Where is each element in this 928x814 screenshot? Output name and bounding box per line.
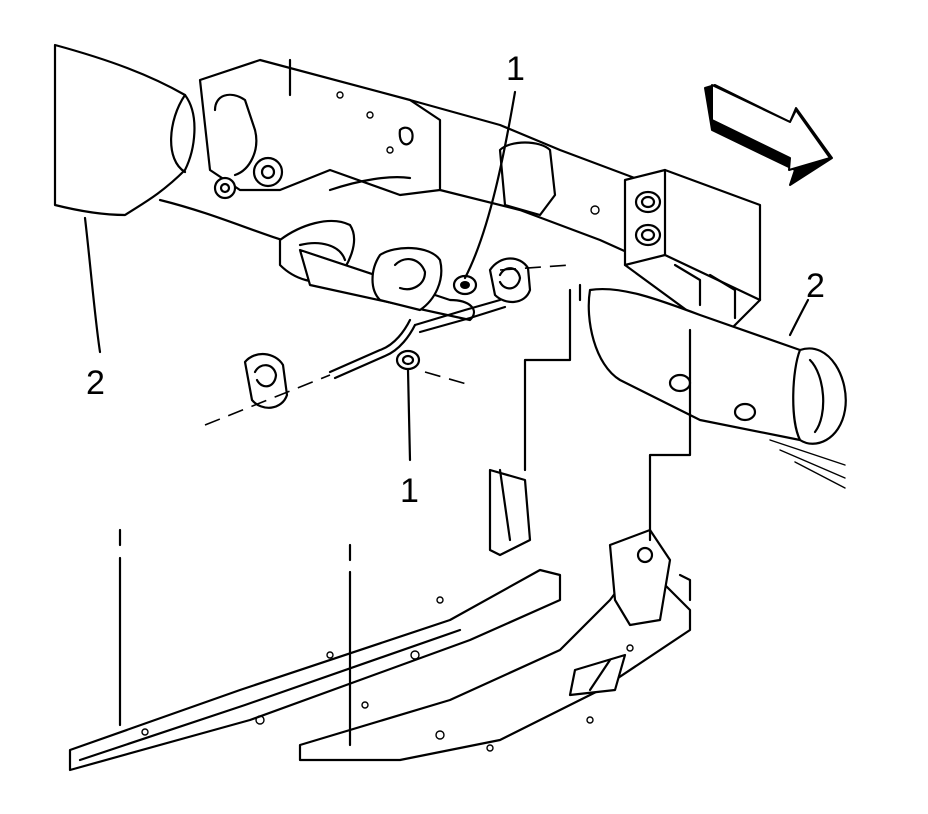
leader-1-top [463, 90, 517, 280]
callout-1-top: 1 [506, 50, 525, 88]
frame-bracket-upper [198, 58, 442, 200]
bracket-block-right [623, 168, 762, 332]
underbody-floor [68, 468, 692, 772]
washer-lower [395, 349, 421, 371]
rubber-insulator-lower [243, 353, 289, 409]
callout-2-right: 2 [806, 267, 825, 305]
washer-upper [452, 274, 478, 296]
exhaust-pipe-right [587, 288, 847, 489]
leader-2-right [788, 298, 810, 337]
callout-2-left: 2 [86, 364, 105, 402]
leader-1-bottom [406, 368, 412, 462]
rubber-insulator-upper [488, 257, 532, 303]
callout-1-bottom: 1 [400, 472, 419, 510]
alignment-leader-lines [118, 283, 692, 747]
leader-2-left [83, 216, 102, 354]
hanger-assembly [204, 246, 571, 426]
front-direction-arrow-icon [704, 84, 833, 186]
